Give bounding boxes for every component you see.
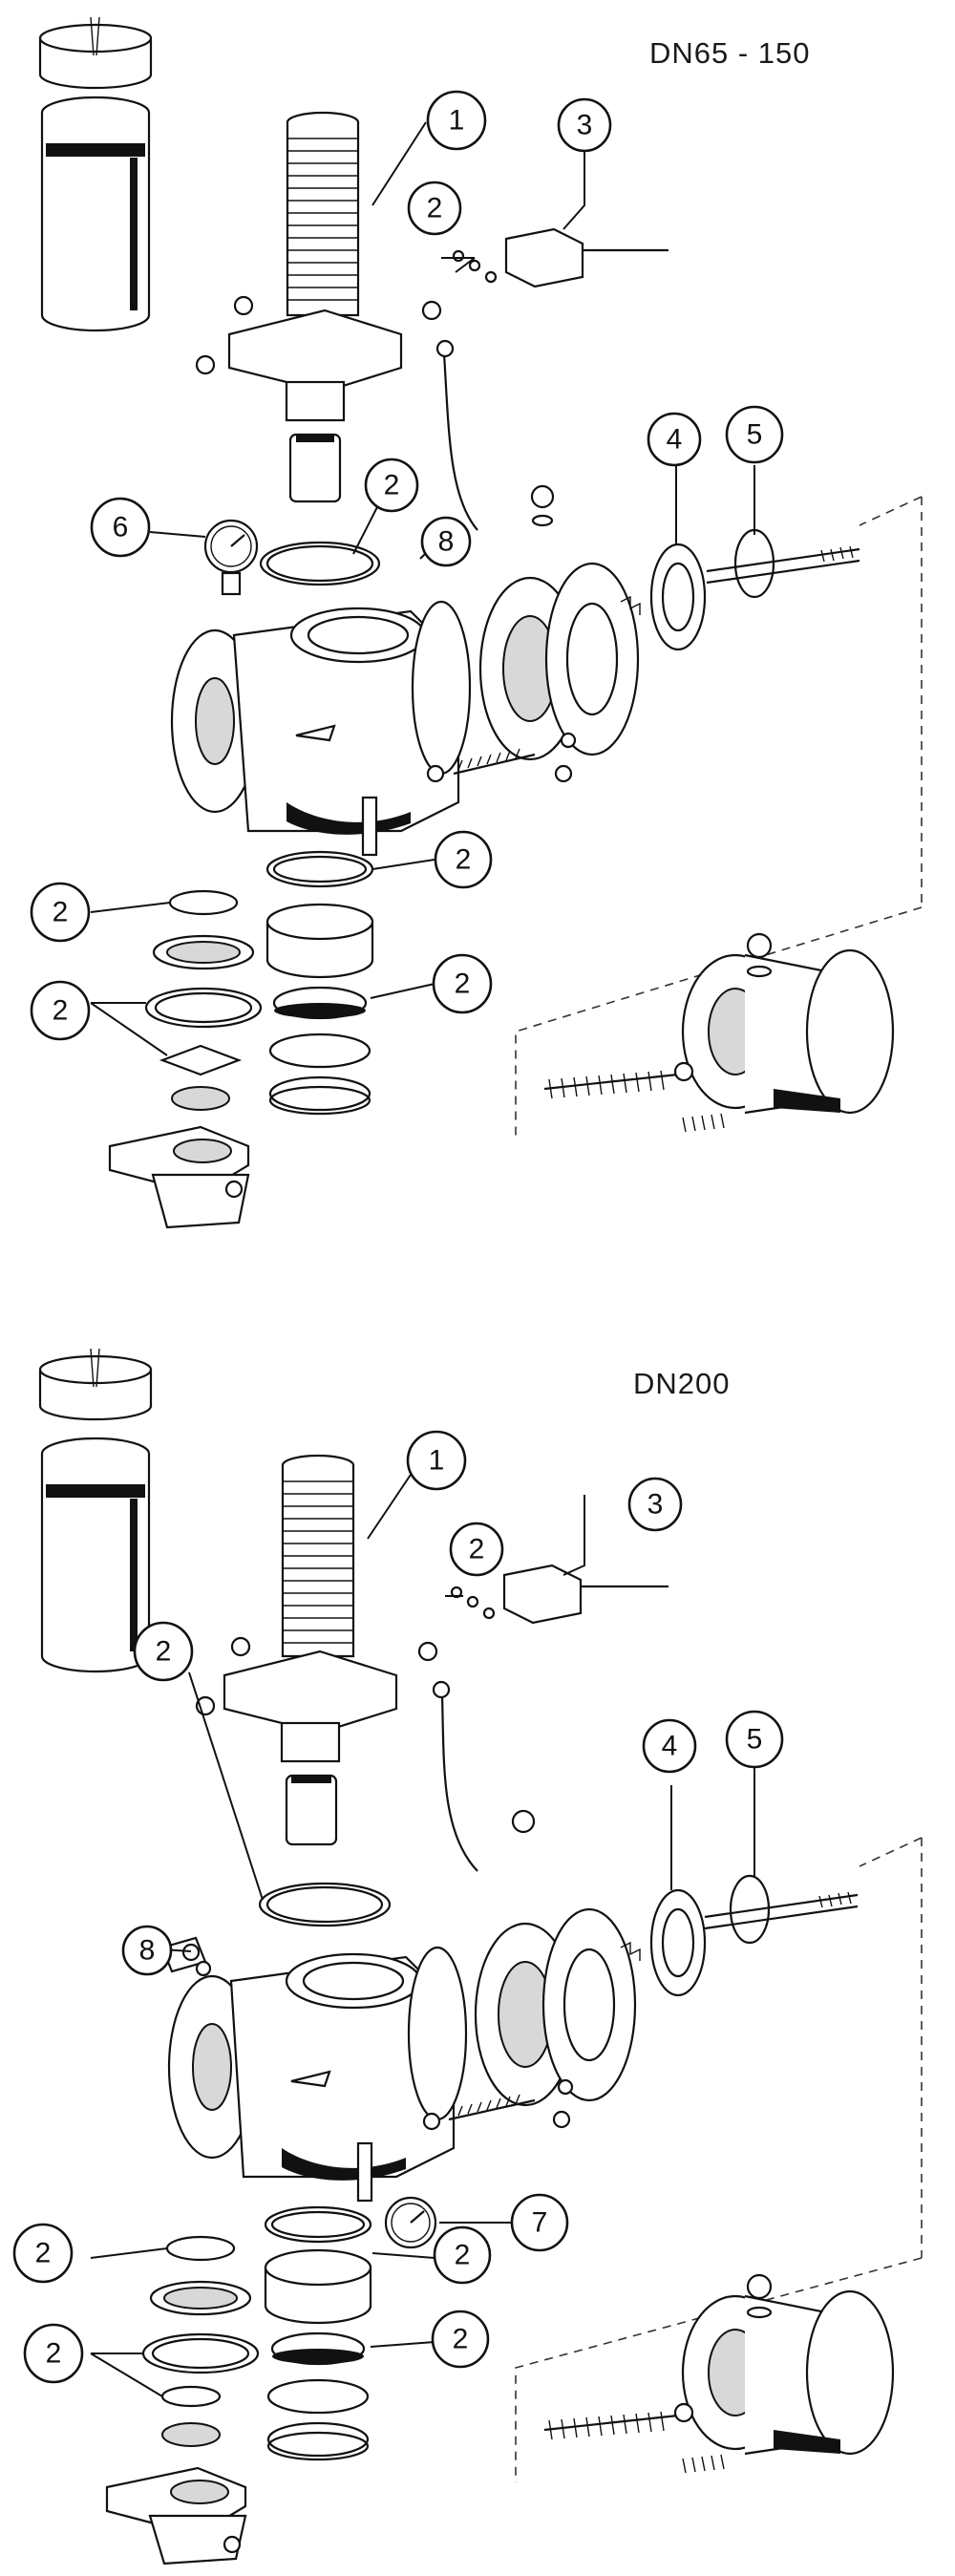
impulse-pipe	[442, 352, 478, 531]
cover-cylinder	[40, 1437, 151, 1673]
center-seal-stack	[264, 2205, 372, 2461]
callout-2: 2	[12, 2223, 74, 2284]
callout-2: 2	[433, 2225, 492, 2285]
svg-text:2: 2	[53, 897, 69, 928]
cover-ring	[38, 16, 153, 90]
svg-text:2: 2	[35, 2238, 52, 2269]
svg-text:2: 2	[455, 969, 471, 1000]
svg-text:8: 8	[139, 1935, 156, 1967]
cover-cylinder	[40, 96, 151, 332]
center-seal-stack	[265, 850, 374, 1116]
valve-stem	[706, 528, 860, 599]
valve-stem	[704, 1874, 859, 1945]
valve-body	[167, 1946, 468, 2203]
exploded-view-drawing: 1 2 3 4 5 2 8 7 2 2 2 2	[12, 1348, 923, 2565]
pressure-gauge	[384, 2196, 437, 2249]
svg-text:2: 2	[453, 2324, 469, 2355]
strainer-body	[543, 932, 895, 1133]
exploded-view-drawing: 1 2 3 2 4 5 6 8 2 2 2 2	[30, 16, 923, 1229]
strainer-housing	[426, 484, 640, 783]
valve-body	[170, 600, 472, 857]
strainer-body	[543, 2273, 895, 2474]
svg-text:6: 6	[113, 512, 129, 543]
callout-7: 7	[510, 2193, 569, 2252]
pressure-gauge	[203, 519, 259, 596]
callout-2: 2	[407, 181, 462, 236]
callout-2: 2	[133, 1621, 194, 1682]
callout-2: 2	[434, 830, 493, 889]
callout-1: 1	[406, 1430, 467, 1491]
svg-text:2: 2	[427, 193, 443, 224]
assembly-guide	[515, 1837, 923, 2482]
diagram-heading: DN65 - 150	[649, 36, 811, 70]
svg-text:2: 2	[156, 1636, 172, 1668]
svg-text:2: 2	[53, 995, 69, 1027]
spring-actuator	[195, 1454, 398, 1846]
callout-1: 1	[426, 90, 487, 151]
gasket-ring	[620, 1888, 707, 1997]
svg-text:2: 2	[46, 2338, 62, 2370]
callout-2: 2	[432, 953, 493, 1014]
svg-text:1: 1	[429, 1445, 445, 1477]
svg-text:3: 3	[647, 1489, 664, 1521]
callout-8: 8	[420, 516, 472, 567]
cover-ring	[38, 1348, 153, 1421]
svg-text:4: 4	[662, 1731, 678, 1762]
callout-2: 2	[364, 458, 419, 513]
callout-6: 6	[90, 497, 151, 558]
lower-seal-stack	[105, 2235, 260, 2565]
assembly-guide	[515, 496, 923, 1137]
svg-text:2: 2	[469, 1534, 485, 1565]
svg-text:4: 4	[667, 424, 683, 456]
callout-5: 5	[725, 405, 784, 464]
svg-text:5: 5	[747, 419, 763, 451]
callout-2: 2	[23, 2323, 84, 2384]
svg-text:1: 1	[449, 105, 465, 137]
o-ring	[258, 1882, 392, 1927]
o-ring	[259, 541, 381, 586]
callout-4: 4	[642, 1718, 697, 1774]
svg-text:8: 8	[438, 526, 455, 558]
gasket-ring	[620, 543, 707, 651]
plug-assembly	[160, 1936, 212, 1977]
svg-text:3: 3	[577, 110, 593, 141]
callout-2: 2	[431, 2310, 490, 2369]
diagram-heading: DN200	[633, 1367, 731, 1400]
callout-3: 3	[557, 97, 612, 153]
svg-text:7: 7	[532, 2207, 548, 2239]
impulse-pipe	[440, 1693, 478, 1872]
exploded-diagram-dn200: DN200	[0, 1288, 955, 2576]
callout-2: 2	[30, 882, 91, 943]
lower-seal-stack	[108, 889, 263, 1229]
exploded-diagram-dn65-150: DN65 - 150	[30, 16, 923, 1229]
limit-switch	[450, 1564, 668, 1625]
svg-text:2: 2	[456, 844, 472, 876]
callout-5: 5	[725, 1710, 784, 1769]
svg-text:2: 2	[455, 2240, 471, 2271]
callout-2: 2	[30, 980, 91, 1041]
strainer-housing	[422, 1907, 637, 2131]
svg-text:5: 5	[747, 1724, 763, 1756]
spring-actuator	[195, 111, 403, 503]
callout-4: 4	[647, 412, 702, 467]
callout-8: 8	[121, 1925, 173, 1976]
svg-text:2: 2	[384, 470, 400, 501]
callout-2: 2	[449, 1522, 504, 1577]
callout-3: 3	[627, 1477, 683, 1532]
limit-switch	[452, 227, 668, 288]
